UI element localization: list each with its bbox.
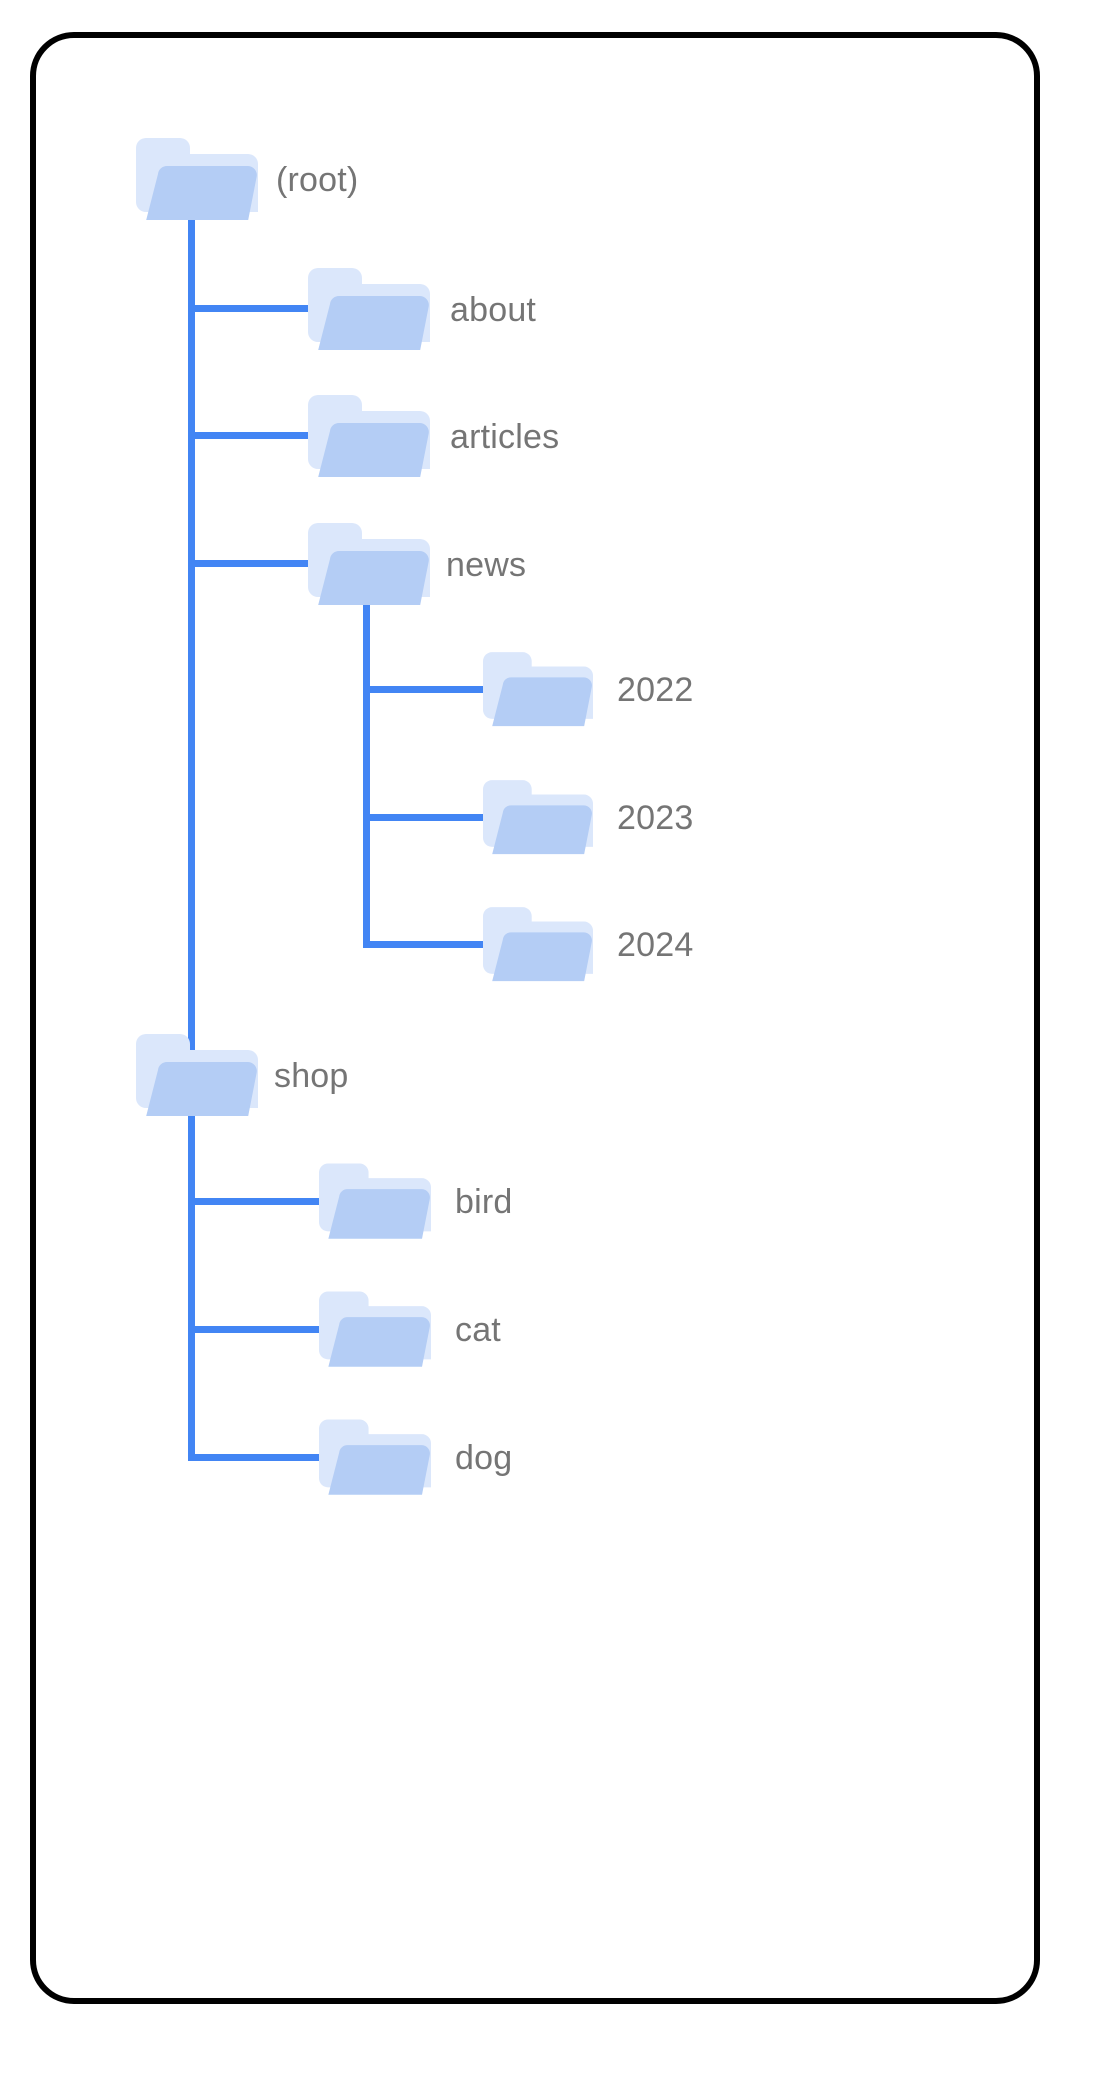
folder-glyph: [136, 1034, 258, 1116]
tree-node-about[interactable]: about: [308, 266, 536, 354]
folder-tree: (root) about articles news 2022 2023 2024 shop b…: [36, 38, 1046, 2010]
tree-trunk-root: [187, 218, 195, 1050]
folder-icon: [319, 1416, 431, 1500]
tree-branch-shop-dog: [187, 1454, 324, 1461]
tree-node-label: dog: [455, 1439, 513, 1477]
tree-node-label: news: [446, 546, 527, 584]
diagram-card: (root) about articles news 2022 2023 2024 shop b…: [30, 32, 1040, 2004]
tree-node-label: 2023: [617, 799, 694, 837]
tree-node-2023[interactable]: 2023: [483, 777, 693, 859]
tree-node-bird[interactable]: bird: [319, 1160, 513, 1244]
folder-icon: [483, 649, 593, 731]
tree-branch-shop-cat: [187, 1326, 324, 1333]
folder-icon: [308, 393, 430, 481]
tree-node-news[interactable]: news: [308, 521, 526, 609]
tree-node-cat[interactable]: cat: [319, 1288, 501, 1372]
folder-glyph: [483, 652, 593, 727]
tree-node-label: (root): [276, 161, 359, 199]
folder-glyph: [483, 780, 593, 855]
folder-glyph: [136, 138, 258, 220]
folder-icon: [483, 777, 593, 859]
tree-branch-root-about: [187, 305, 313, 312]
tree-branch-news-2024: [362, 941, 488, 948]
tree-node-label: bird: [455, 1183, 513, 1221]
folder-glyph: [319, 1163, 431, 1239]
tree-node-dog[interactable]: dog: [319, 1416, 512, 1500]
folder-glyph: [319, 1291, 431, 1367]
folder-glyph: [308, 395, 430, 477]
tree-node-label: cat: [455, 1311, 501, 1349]
tree-node-label: about: [450, 291, 537, 329]
folder-icon: [319, 1160, 431, 1244]
tree-trunk-news: [362, 603, 370, 948]
tree-node-2022[interactable]: 2022: [483, 649, 693, 731]
tree-trunk-shop: [187, 1114, 195, 1461]
folder-icon: [319, 1288, 431, 1372]
folder-icon: [136, 1032, 258, 1120]
tree-node-label: 2024: [617, 926, 694, 964]
tree-node-label: 2022: [617, 671, 694, 709]
tree-node-root[interactable]: (root): [136, 136, 358, 224]
tree-branch-root-news: [187, 560, 313, 567]
folder-icon: [308, 266, 430, 354]
tree-node-shop[interactable]: shop: [136, 1032, 349, 1120]
tree-node-articles[interactable]: articles: [308, 393, 559, 481]
folder-icon: [136, 136, 258, 224]
tree-node-label: articles: [450, 418, 560, 456]
tree-branch-news-2023: [362, 814, 488, 821]
folder-glyph: [319, 1419, 431, 1495]
tree-node-label: shop: [274, 1057, 349, 1095]
tree-branch-root-articles: [187, 432, 313, 439]
folder-glyph: [483, 907, 593, 982]
tree-branch-news-2022: [362, 686, 488, 693]
folder-glyph: [308, 268, 430, 350]
tree-node-2024[interactable]: 2024: [483, 904, 693, 986]
folder-icon: [308, 521, 430, 609]
tree-branch-shop-bird: [187, 1198, 324, 1205]
folder-icon: [483, 904, 593, 986]
folder-glyph: [308, 523, 430, 605]
